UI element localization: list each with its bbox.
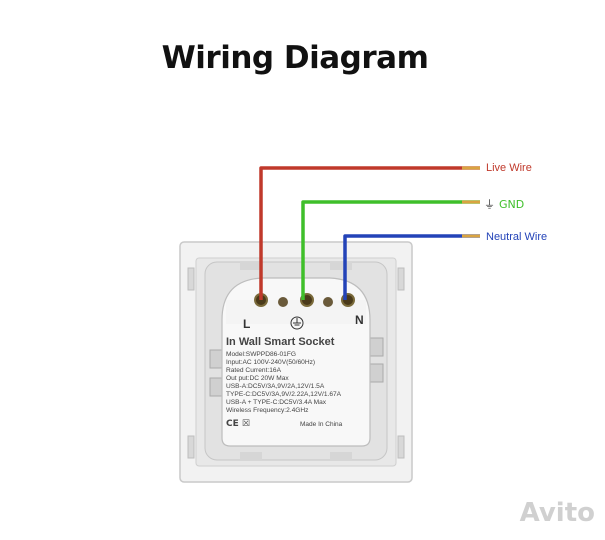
spec-line: Wireless Frequency:2.4GHz xyxy=(226,407,308,414)
gnd-label-text: GND xyxy=(499,198,525,211)
device-spec-lines: Model:SWPPD86-01FG Input:AC 100V-240V(50… xyxy=(226,351,342,414)
live-wire xyxy=(259,166,480,300)
terminal-l-label: L xyxy=(243,317,250,331)
neutral-wire xyxy=(343,234,480,300)
device-heading: In Wall Smart Socket xyxy=(226,336,335,348)
live-wire-label: Live Wire xyxy=(486,162,532,174)
spec-line: Out put:DC 20W Max xyxy=(226,375,289,382)
socket-module xyxy=(221,277,371,447)
gnd-wire xyxy=(301,200,480,300)
ground-icon: ⏚ xyxy=(484,199,495,211)
cert-marks: CE ☒ xyxy=(226,419,250,429)
spec-line: TYPE-C:DC5V/3A,9V/2.22A,12V/1.67A xyxy=(226,391,342,398)
ground-icon xyxy=(290,316,304,330)
neutral-wire-label-text: Neutral Wire xyxy=(486,231,548,243)
terminal-n-label: N xyxy=(355,313,364,327)
watermark-logo: Avito xyxy=(519,498,595,528)
live-wire-label-text: Live Wire xyxy=(486,162,532,174)
spec-line: USB-A:DC5V/3A,9V/2A,12V/1.5A xyxy=(226,383,325,390)
spec-line: Input:AC 100V-240V(50/60Hz) xyxy=(226,359,315,366)
spec-line: Rated Current:16A xyxy=(226,367,282,374)
neutral-wire-label: Neutral Wire xyxy=(486,231,547,243)
spec-line: Model:SWPPD86-01FG xyxy=(226,351,296,358)
made-in-label: Made In China xyxy=(300,421,343,428)
diagram-title: Wiring Diagram xyxy=(161,40,429,76)
gnd-label: ⏚ GND xyxy=(484,196,524,212)
spec-line: USB-A + TYPE-C:DC5V/3.4A Max xyxy=(226,399,327,406)
